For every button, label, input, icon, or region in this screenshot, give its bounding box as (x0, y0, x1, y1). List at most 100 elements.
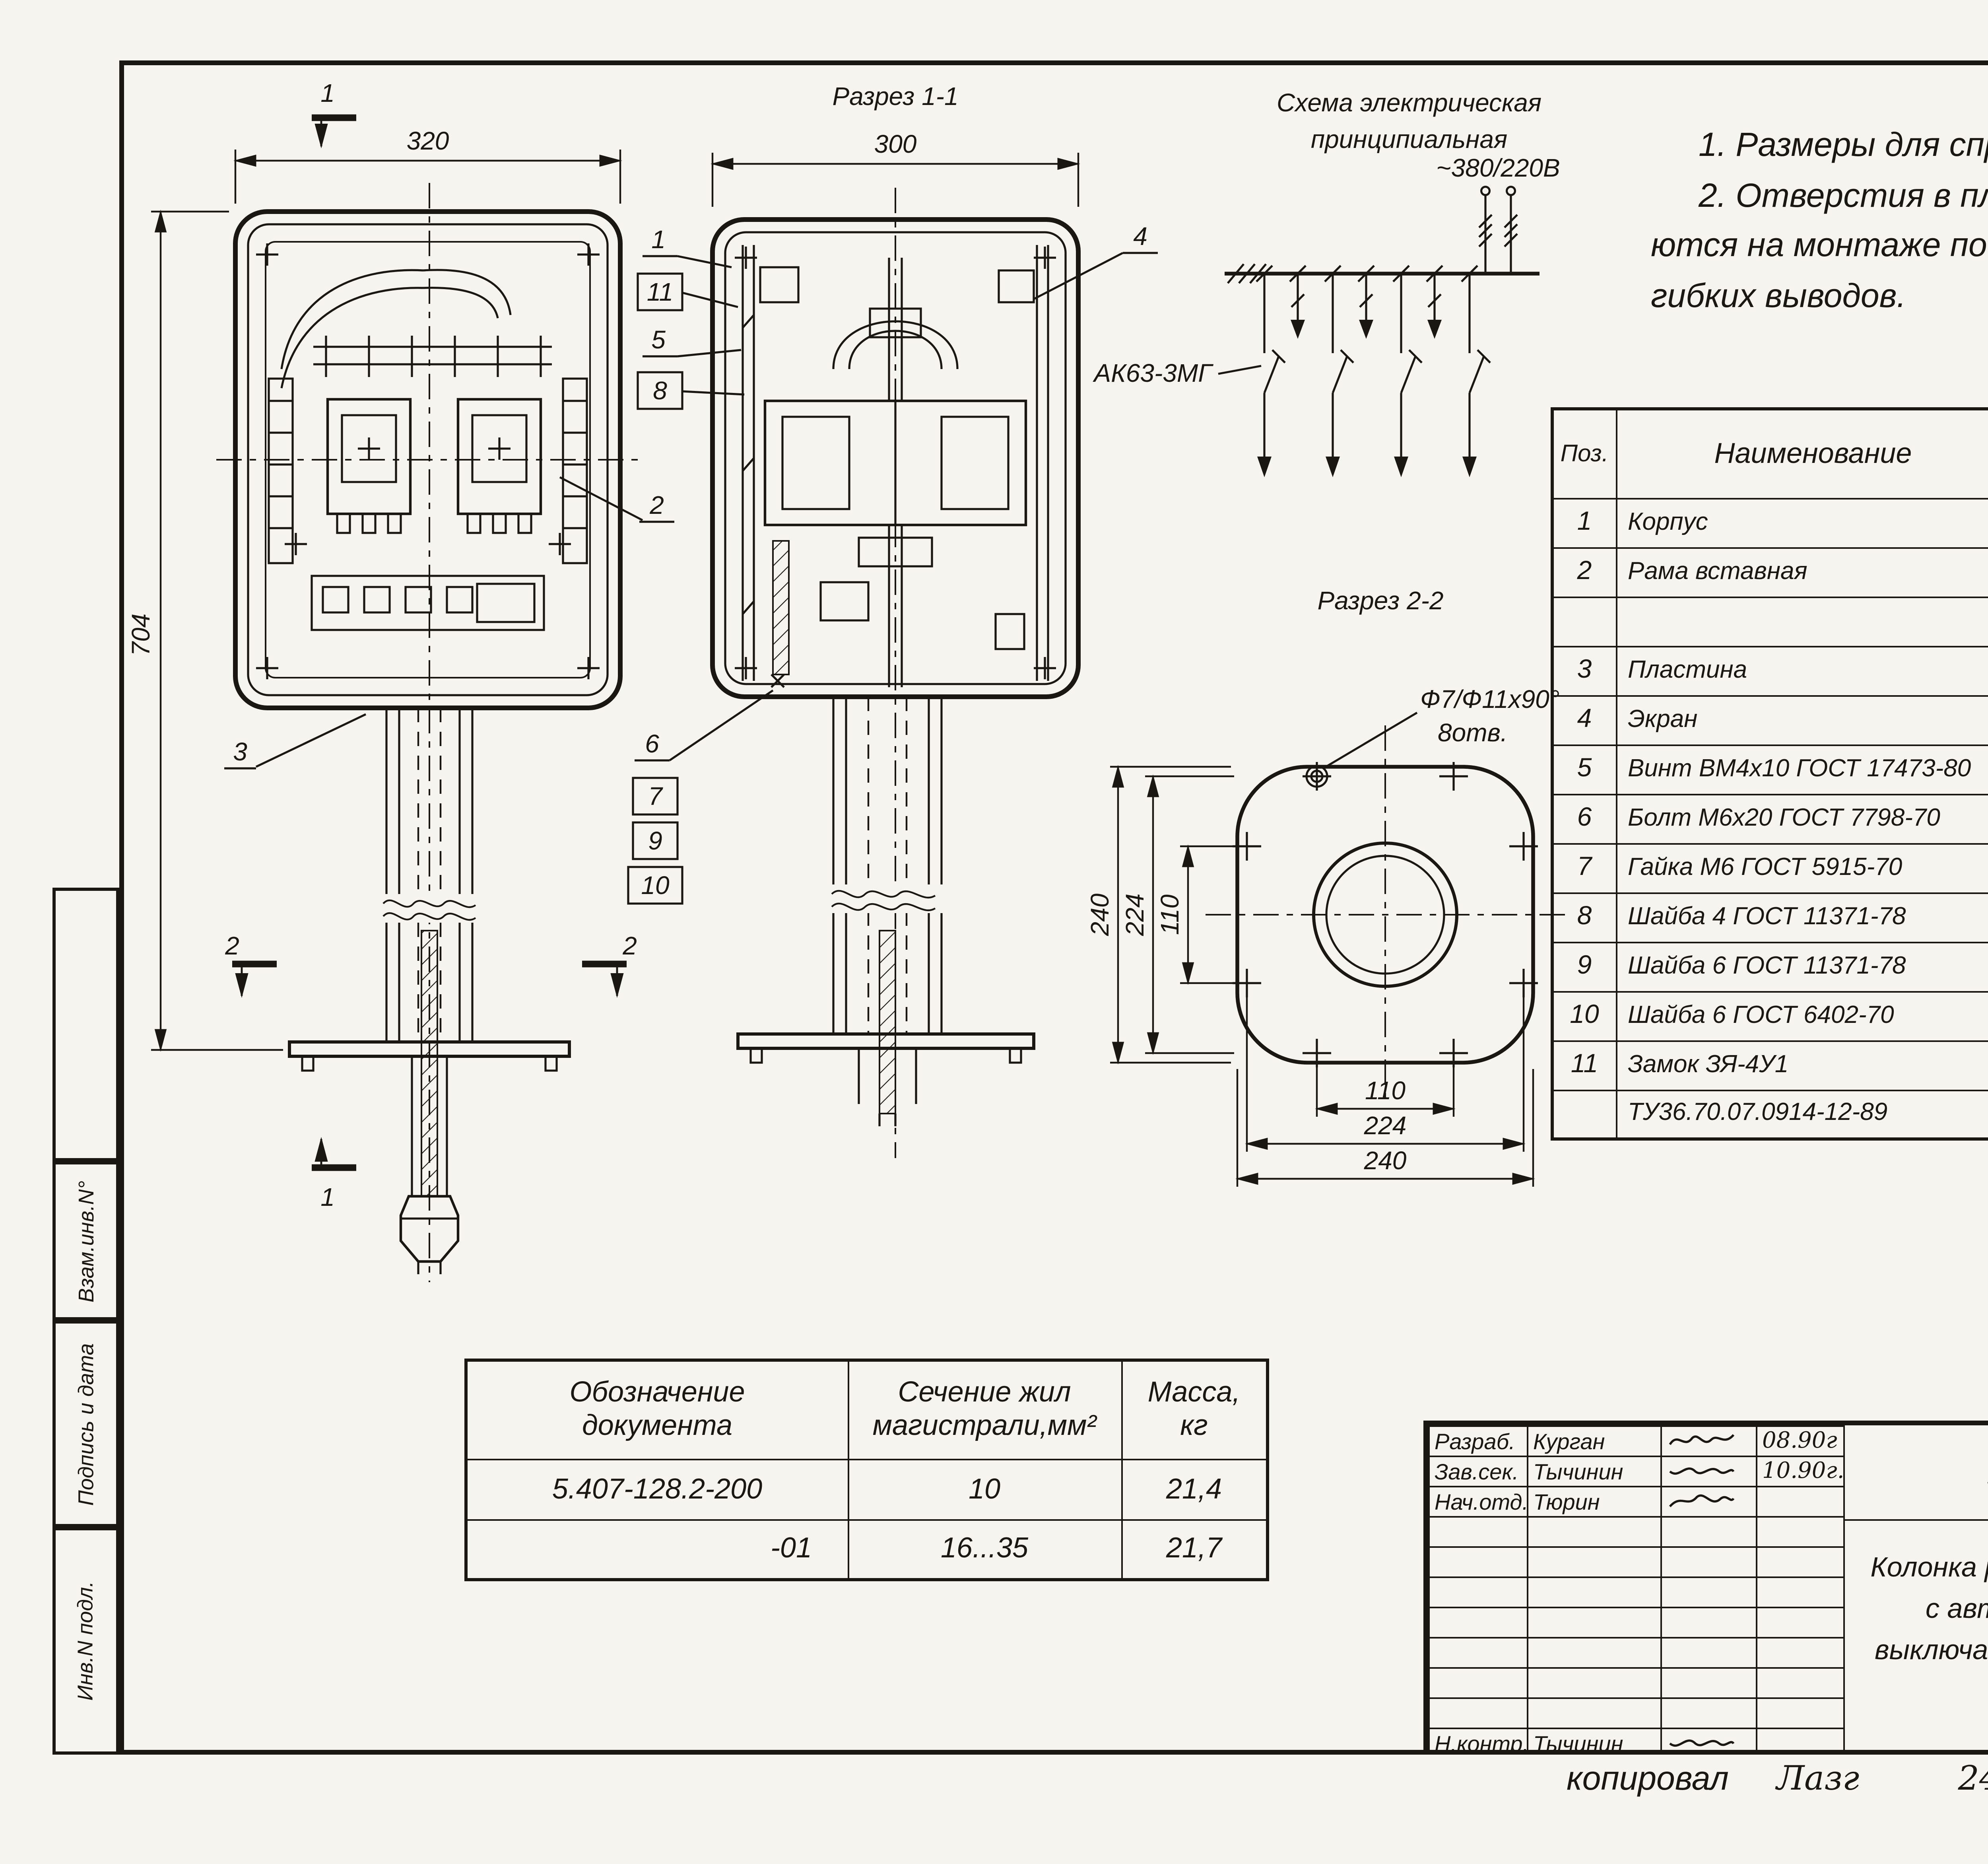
dim-h224-label: 224 (1364, 1111, 1407, 1140)
signature-cell (1660, 1425, 1757, 1457)
role-cell: Зав.сек. (1428, 1456, 1528, 1487)
note-line-4: гибких выводов. (1651, 278, 1906, 314)
mass-header-mass: Масса,кг (1120, 1359, 1268, 1460)
callout-2: 2 (649, 491, 664, 519)
callout-1: 1 (651, 225, 666, 254)
title-block: Разраб. Курган 08.90г Зав.сек. Тычинин 1… (1423, 1421, 1988, 1755)
date-cell: 10.90г. (1756, 1456, 1845, 1487)
col-header-pos: Поз. (1551, 408, 1617, 499)
document-number: 5.407-128.2-200 (1843, 1425, 1988, 1521)
signature (1669, 1739, 1735, 1746)
callout-8: 8 (653, 376, 667, 405)
dim-v110-label: 110 (1155, 894, 1184, 935)
role-cell: Н.контр. (1428, 1728, 1528, 1750)
cut-1-top-label: 1 (320, 79, 335, 107)
parts-row: 3Пластина225.407-128.2-21- 01 (1551, 645, 1988, 696)
margin-box-vzam: Взам.инв.N° (52, 1161, 119, 1320)
section-cut-marks: 1 1 2 2 (225, 79, 637, 1211)
copy-line: копировал Лазг 24621-02 40 Формат А3 (1567, 1759, 1988, 1799)
front-callouts: 2 3 (224, 476, 674, 770)
dim-h110-label: 110 (1365, 1076, 1406, 1105)
schematic-title-1: Схема электрическая (1277, 88, 1541, 117)
parts-row: 4Экран445.407-128.2161- 01 (1551, 694, 1988, 745)
front-dimensions: 320 704 (126, 126, 622, 1052)
dim-v224-label: 224 (1120, 894, 1149, 937)
cut-2-left-label: 2 (225, 931, 239, 960)
name-cell: Курган (1527, 1425, 1662, 1457)
sig-row: Н.контр. Тычинин (1428, 1728, 1845, 1750)
date-cell: 08.90г (1756, 1425, 1845, 1457)
callout-6: 6 (645, 729, 659, 758)
note-line-3: ются на монтаже по размерам штуцеров (1651, 227, 1988, 264)
signature-cell (1660, 1456, 1757, 1487)
empty-row (1428, 1516, 1845, 1548)
empty-row (1428, 1546, 1845, 1578)
breaker-branch-3 (1394, 274, 1423, 477)
sig-row: Нач.отд. Тюрин (1428, 1486, 1845, 1518)
name-cell: Тычинин (1527, 1456, 1662, 1487)
role-cell: Нач.отд. (1428, 1486, 1528, 1518)
date-cell (1756, 1486, 1845, 1518)
callout-5: 5 (651, 325, 666, 354)
project-title: Колонка распределительная с автоматическ… (1843, 1521, 1988, 1750)
margin-box-inv: Инв.N подл. (52, 1527, 119, 1755)
title-block-signatures: Разраб. Курган 08.90г Зав.сек. Тычинин 1… (1428, 1425, 1845, 1750)
signature-cell (1660, 1728, 1757, 1750)
empty-row (1428, 1576, 1845, 1608)
col-header-name: Наименование (1615, 408, 1988, 499)
section-1-1-title: Разрез 1-1 (832, 82, 958, 111)
signature (1669, 1493, 1735, 1506)
dim-v240-label: 240 (1085, 893, 1114, 936)
signature-cell (1660, 1486, 1757, 1518)
signature (1669, 1467, 1735, 1474)
margin-box-empty (52, 888, 119, 1161)
section-1-1: Разрез 1-1 300 (710, 82, 1081, 1158)
callout-10: 10 (641, 871, 670, 900)
breaker-branch-4 (1462, 274, 1491, 477)
dim-320-label: 320 (407, 126, 449, 155)
callout-9: 9 (648, 826, 662, 855)
electrical-schematic: Схема электрическая принципиальная ~380/… (1092, 88, 1560, 477)
hole-spec-label: Ф7/Ф11х90° (1420, 685, 1559, 713)
feeder-taps (1291, 274, 1442, 339)
breaker-branch-2 (1326, 274, 1354, 477)
parts-row: 1-01 (1551, 596, 1988, 647)
schematic-title-2: принципиальная (1311, 125, 1507, 154)
parts-row: ТУ36.70.07.0914-12-8922 (1551, 1089, 1988, 1140)
dim-300-label: 300 (874, 130, 917, 158)
copied-label: копировал (1567, 1761, 1729, 1798)
empty-row (1428, 1637, 1845, 1669)
callout-3: 3 (233, 737, 247, 766)
front-view (216, 183, 639, 1282)
note-line-1: 1. Размеры для справок. (1699, 127, 1988, 164)
copied-name: Лазг (1776, 1759, 1860, 1798)
parts-table: Поз. Наименование Кол. на Обозначениедок… (1551, 407, 1988, 1141)
section-2-2-title: Разрез 2-2 (1317, 586, 1443, 615)
callout-11: 11 (647, 278, 673, 306)
signature (1669, 1433, 1735, 1444)
parts-row: 1Корпус115.407-128.2-170- 01 (1551, 497, 1988, 548)
margin-box-sign: Подпись и дата (52, 1320, 119, 1527)
breaker-branch-1 (1257, 274, 1286, 477)
section-2-2: Разрез 2-2 Ф7/Ф11х90° 8отв. 240 (1085, 586, 1565, 1187)
callout-4: 4 (1133, 222, 1147, 251)
sig-row: Зав.сек. Тычинин 10.90г. (1428, 1456, 1845, 1487)
empty-row (1428, 1697, 1845, 1729)
voltage-label: ~380/220В (1436, 154, 1560, 182)
sig-row: Разраб. Курган 08.90г (1428, 1425, 1845, 1457)
order-code: 24621-02 40 (1958, 1759, 1988, 1798)
empty-row (1428, 1607, 1845, 1639)
cut-2-right-label: 2 (622, 931, 637, 960)
